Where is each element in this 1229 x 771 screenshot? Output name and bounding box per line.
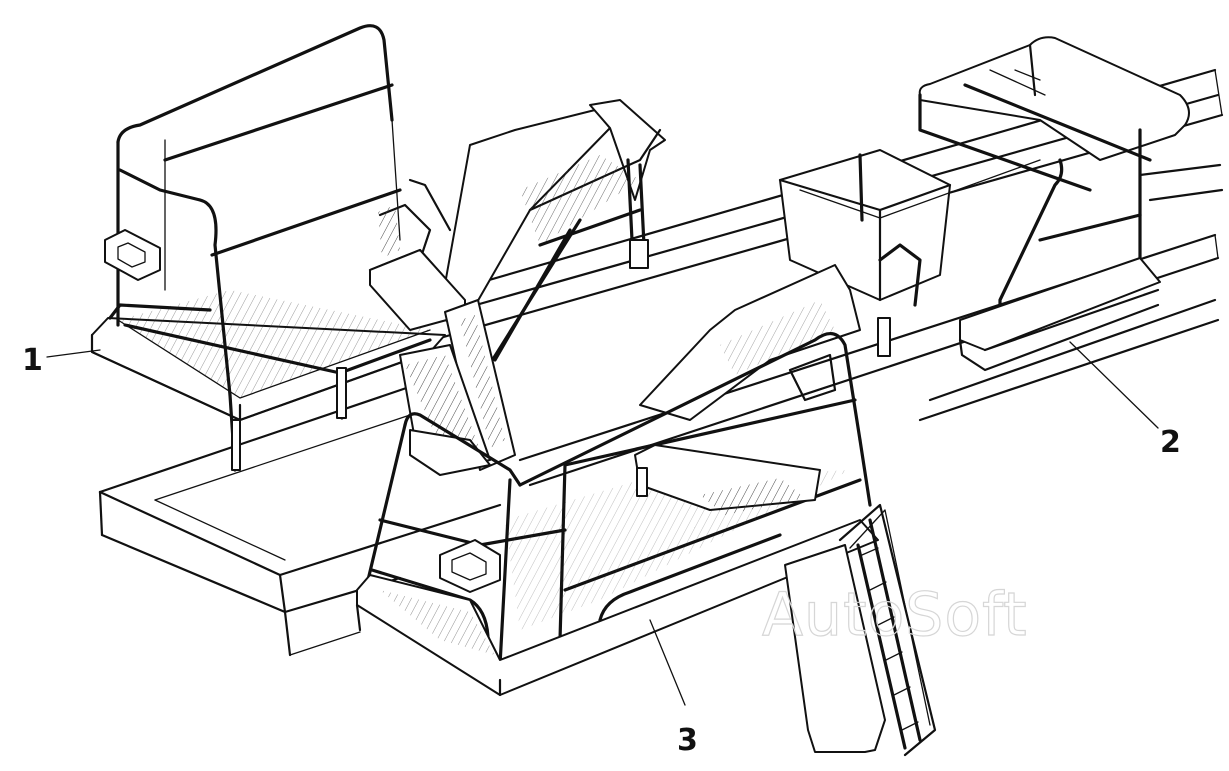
- base-tray: [98, 378, 502, 657]
- platform-3: [355, 264, 879, 697]
- callout-label-2: 2: [1160, 425, 1181, 460]
- watermark: AutoSoft: [762, 580, 1028, 650]
- platform-1: [90, 24, 452, 472]
- leader-lines: [46, 341, 1159, 706]
- platform-2: [778, 36, 1190, 372]
- callout-label-1: 1: [22, 343, 43, 378]
- callout-label-3: 3: [677, 723, 698, 758]
- ladder: [784, 503, 937, 757]
- center-ramp: [368, 99, 666, 476]
